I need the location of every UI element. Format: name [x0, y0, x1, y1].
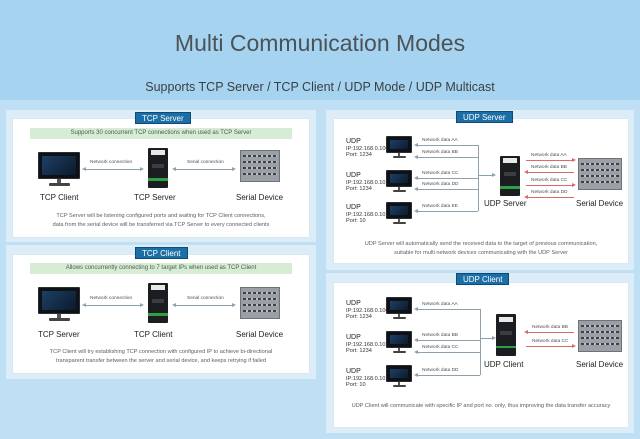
tcp-client-label: TCP Client: [134, 330, 173, 339]
serial-link-cc: [526, 183, 576, 187]
tcp-server-note: Supports 30 concurrent TCP connections w…: [30, 128, 292, 139]
udp-host-monitor: [386, 365, 412, 387]
tcp-client-device: [148, 283, 168, 323]
udp-host-monitor: [386, 170, 412, 192]
link-cc: [414, 176, 478, 180]
link-ee: [414, 209, 478, 213]
serial-link-label: Network data CC: [532, 339, 569, 344]
tcp-server-label: TCP Server: [134, 193, 176, 202]
udp-client-bus: [480, 309, 481, 375]
tcp-client-note: Allows concurrently connecting to 7 targ…: [30, 263, 292, 274]
tcp-server-device: [148, 148, 168, 188]
bus-arrow: [478, 173, 496, 177]
link-cc: [414, 350, 480, 354]
serial-connection-arrow: [172, 303, 236, 307]
udp-host-monitor: [386, 297, 412, 319]
serial-device-rack: [578, 158, 622, 190]
serial-link-label: Network data BB: [531, 165, 567, 170]
udp-host-2: UDP IP:192.168.0.101 Port: 1234: [346, 334, 389, 354]
udp-host-monitor: [386, 136, 412, 158]
udp-server-description-line1: UDP Server will automatically send the r…: [364, 241, 598, 247]
serial-link-label: Network data AA: [531, 153, 567, 158]
link-label: Network data CC: [422, 345, 459, 350]
serial-device-rack: [240, 287, 280, 319]
tcp-server-description-line1: TCP Server will be listening configured …: [56, 213, 266, 219]
udp-host-2: UDP IP:192.168.0.101 Port: 1234: [346, 172, 389, 192]
network-connection-label: Network connection: [90, 160, 133, 165]
link-label: Network data DD: [422, 368, 459, 373]
udp-host-3: UDP IP:192.168.0.101 Port: 10: [346, 204, 389, 224]
bus-arrow: [480, 336, 496, 340]
link-dd: [414, 373, 480, 377]
udp-host-monitor: [386, 202, 412, 224]
serial-link-label: Network data CC: [531, 178, 568, 183]
serial-device-rack: [240, 150, 280, 182]
udp-host-3: UDP IP:192.168.0.101 Port: 10: [346, 368, 389, 388]
tcp-client-monitor: [38, 152, 80, 186]
link-bb: [414, 155, 478, 159]
tcp-server-monitor: [38, 287, 80, 321]
tcp-client-label: TCP Client: [40, 193, 79, 202]
serial-connection-arrow: [172, 167, 236, 171]
tcp-server-label: TCP Server: [38, 330, 80, 339]
serial-link-dd: [524, 195, 574, 199]
udp-server-title: UDP Server: [456, 111, 513, 123]
serial-link-cc: [526, 344, 576, 348]
network-connection-arrow: [82, 303, 144, 307]
serial-device-label: Serial Device: [236, 193, 284, 202]
link-label: Network data BB: [422, 150, 458, 155]
link-bb: [414, 338, 480, 342]
serial-link-label: Network data BB: [532, 325, 568, 330]
page-subtitle: Supports TCP Server / TCP Client / UDP M…: [145, 80, 495, 94]
link-label: Network data CC: [422, 171, 459, 176]
udp-server-bus: [478, 145, 479, 211]
serial-device-label: Serial Device: [236, 330, 284, 339]
udp-client-panel: [333, 282, 629, 428]
udp-server-panel: [333, 118, 629, 264]
network-connection-arrow: [82, 167, 144, 171]
tcp-server-description-line2: data from the serial device will be tran…: [52, 222, 270, 228]
serial-connection-label: Serial connection: [187, 160, 224, 165]
serial-link-bb: [524, 170, 574, 174]
link-label: Network data EE: [422, 204, 458, 209]
udp-client-title: UDP Client: [456, 273, 510, 285]
tcp-client-title: TCP Client: [135, 247, 188, 259]
udp-client-device: [496, 314, 516, 356]
udp-server-device: [500, 156, 520, 196]
page-title: Multi Communication Modes: [174, 30, 466, 56]
serial-device-rack: [578, 320, 622, 352]
link-label: Network data BB: [422, 333, 458, 338]
link-label: Network data AA: [422, 302, 458, 307]
tcp-client-description-line1: TCP Client will try establishing TCP con…: [49, 349, 273, 355]
link-dd: [414, 187, 478, 191]
link-label: Network data DD: [422, 182, 459, 187]
udp-client-description: UDP Client will communicate with specifi…: [351, 403, 611, 409]
serial-device-label: Serial Device: [576, 199, 624, 208]
serial-link-aa: [526, 158, 576, 162]
serial-link-bb: [524, 330, 574, 334]
udp-server-description-line2: suitable for multi network devices commu…: [394, 250, 568, 256]
tcp-client-description-line2: transparent transfer between the server …: [56, 358, 266, 364]
udp-host-1: UDP IP:192.168.0.100 Port: 1234: [346, 300, 389, 320]
udp-host-1: UDP IP:192.168.0.100 Port: 1234: [346, 138, 389, 158]
udp-host-monitor: [386, 331, 412, 353]
serial-device-label: Serial Device: [576, 360, 624, 369]
network-connection-label: Network connection: [90, 296, 133, 301]
tcp-server-title: TCP Server: [135, 112, 191, 124]
serial-link-label: Network data DD: [531, 190, 568, 195]
udp-server-label: UDP Server: [484, 199, 527, 208]
serial-connection-label: Serial connection: [187, 296, 224, 301]
udp-client-label: UDP Client: [484, 360, 524, 369]
link-label: Network data AA: [422, 138, 458, 143]
link-aa: [414, 143, 478, 147]
link-aa: [414, 307, 480, 311]
